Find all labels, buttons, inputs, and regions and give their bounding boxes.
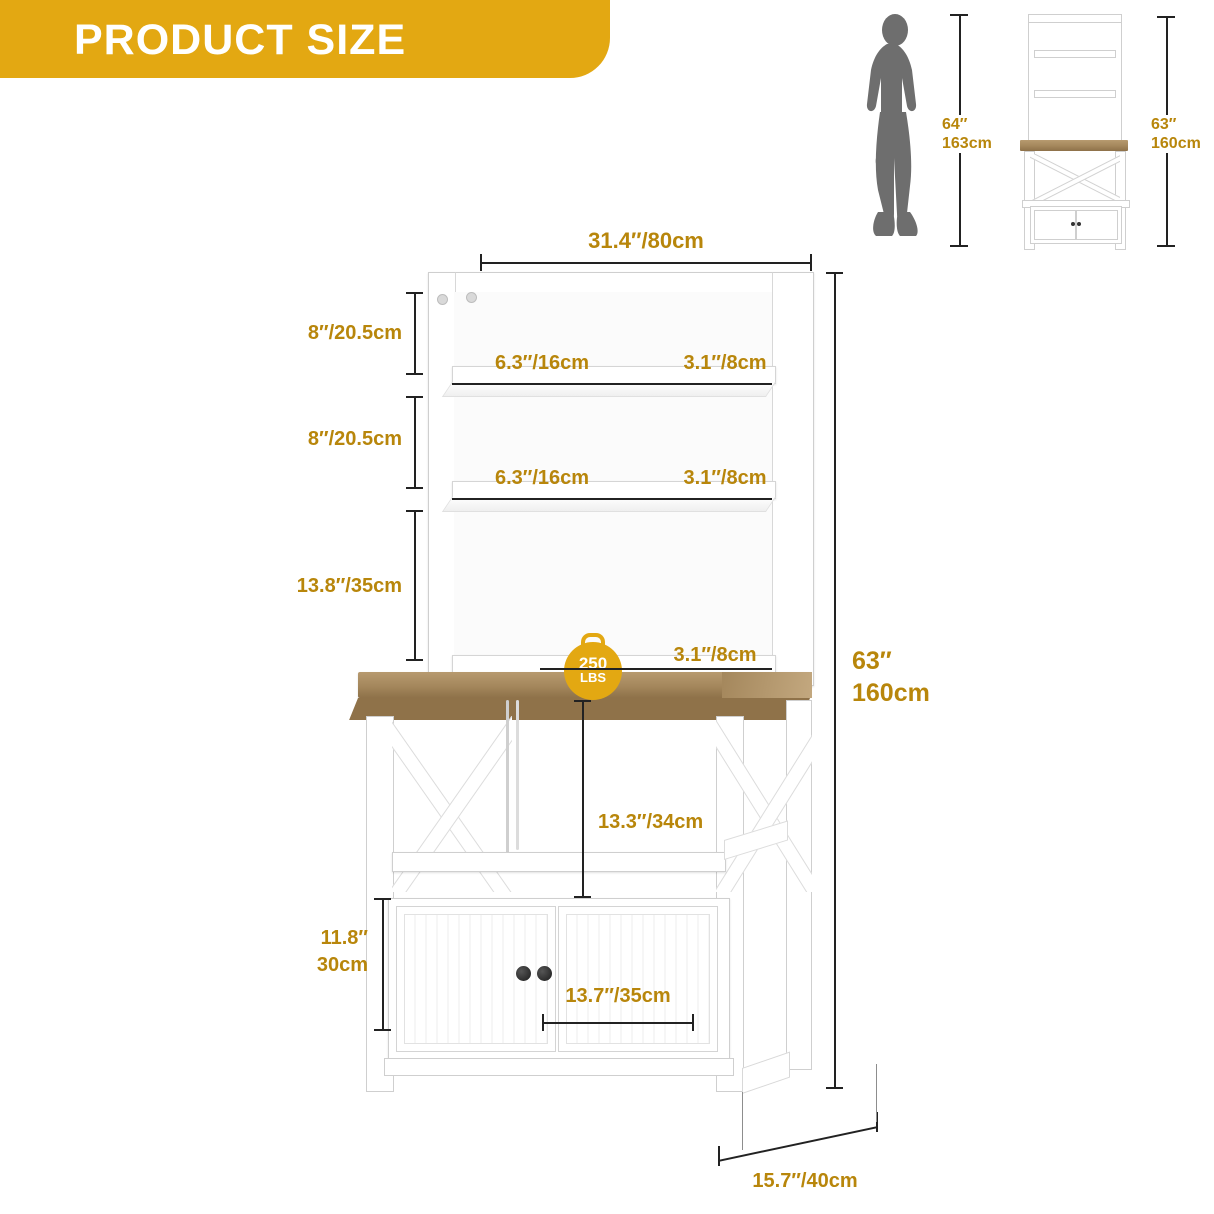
open-shelf-height-label: 13.3″/34cm [598, 811, 704, 833]
person-tick-top [950, 14, 968, 16]
depth-guide-right [876, 1064, 878, 1122]
shelf-depth-top-label: 6.3″/16cm [494, 352, 590, 374]
gap-lower-tick-bottom [406, 659, 423, 661]
page-title: PRODUCT SIZE [74, 16, 407, 64]
wood-countertop-right [722, 672, 812, 698]
base-rail-right [742, 1051, 790, 1094]
hutch-left-panel [428, 272, 456, 686]
cabinet-width-label: 13.7″/35cm [565, 985, 671, 1007]
gap-lower-line [414, 510, 416, 660]
x-brace-right [716, 716, 812, 892]
shelf-top-depth-line [452, 383, 772, 385]
person-silhouette [840, 8, 950, 248]
shelf-thickness-bottom-label: 3.1″/8cm [673, 644, 757, 666]
shelf-gap-mid-label: 8″/20.5cm [307, 428, 402, 450]
depth-tick-right [876, 1112, 878, 1132]
cabinet-base-rail [384, 1058, 734, 1076]
height-tick-top [826, 272, 843, 274]
width-tick-right [810, 254, 812, 271]
product-thumb-height-label: 63″ 160cm [1147, 115, 1214, 153]
gap-top-line [414, 292, 416, 374]
person-height-label: 64″ 163cm [938, 115, 1002, 153]
hutch-right-panel [772, 272, 814, 686]
power-cord-2 [516, 700, 519, 850]
cabinet-knob-left [516, 966, 531, 981]
shelf-depth-mid-label: 6.3″/16cm [494, 467, 590, 489]
weight-capacity-badge: 250 LBS [564, 633, 622, 700]
open-shelf [392, 852, 726, 872]
gap-top-tick-bottom [406, 373, 423, 375]
height-dim-line [834, 272, 836, 1088]
shelf-bottom-line [540, 668, 772, 670]
hutch-top-panel [428, 272, 814, 294]
width-tick-left [480, 254, 482, 271]
cabinet-height-tick-bottom [374, 1029, 391, 1031]
depth-tick-left [718, 1146, 720, 1166]
shelf-thickness-top-label: 3.1″/8cm [683, 352, 767, 374]
cabinet-door-left [396, 906, 556, 1052]
header-banner [0, 0, 610, 78]
gap-mid-line [414, 396, 416, 488]
cabinet-width-line [542, 1022, 694, 1024]
cabinet-width-tick-left [542, 1014, 544, 1031]
mounting-hole-right [466, 292, 477, 303]
cabinet-width-tick-right [692, 1014, 694, 1031]
depth-guide-left [742, 1092, 744, 1150]
overall-height-label: 63″ 160cm [852, 647, 930, 707]
shelf-thickness-mid-label: 3.1″/8cm [683, 467, 767, 489]
overall-width-label: 31.4″/80cm [588, 228, 704, 253]
cabinet-height-tick-top [374, 898, 391, 900]
gap-lower-tick-top [406, 510, 423, 512]
shelf-mid-depth-line [452, 498, 772, 500]
product-thumbnail [1010, 14, 1140, 250]
mounting-hole-left [437, 294, 448, 305]
height-tick-bottom [826, 1087, 843, 1089]
open-shelf-tick-top [574, 700, 591, 702]
cabinet-knob-right [537, 966, 552, 981]
person-tick-bottom [950, 245, 968, 247]
open-shelf-height-line [582, 700, 584, 898]
gap-mid-tick-top [406, 396, 423, 398]
cabinet-height-line [382, 898, 384, 1030]
power-cord [506, 700, 509, 860]
width-dim-line [480, 262, 812, 264]
shelf-gap-top-label: 8″/20.5cm [307, 322, 402, 344]
depth-label: 15.7″/40cm [752, 1170, 858, 1192]
gap-top-tick-top [406, 292, 423, 294]
gap-mid-tick-bottom [406, 487, 423, 489]
product-thumb-tick-bottom [1157, 245, 1175, 247]
cabinet-door-right [558, 906, 718, 1052]
cabinet-height-label: 11.8″ 30cm [316, 927, 368, 976]
product-thumb-tick-top [1157, 16, 1175, 18]
weight-icon [581, 633, 605, 651]
open-shelf-tick-bottom [574, 896, 591, 898]
shelf-gap-lower-label: 13.8″/35cm [296, 575, 402, 597]
